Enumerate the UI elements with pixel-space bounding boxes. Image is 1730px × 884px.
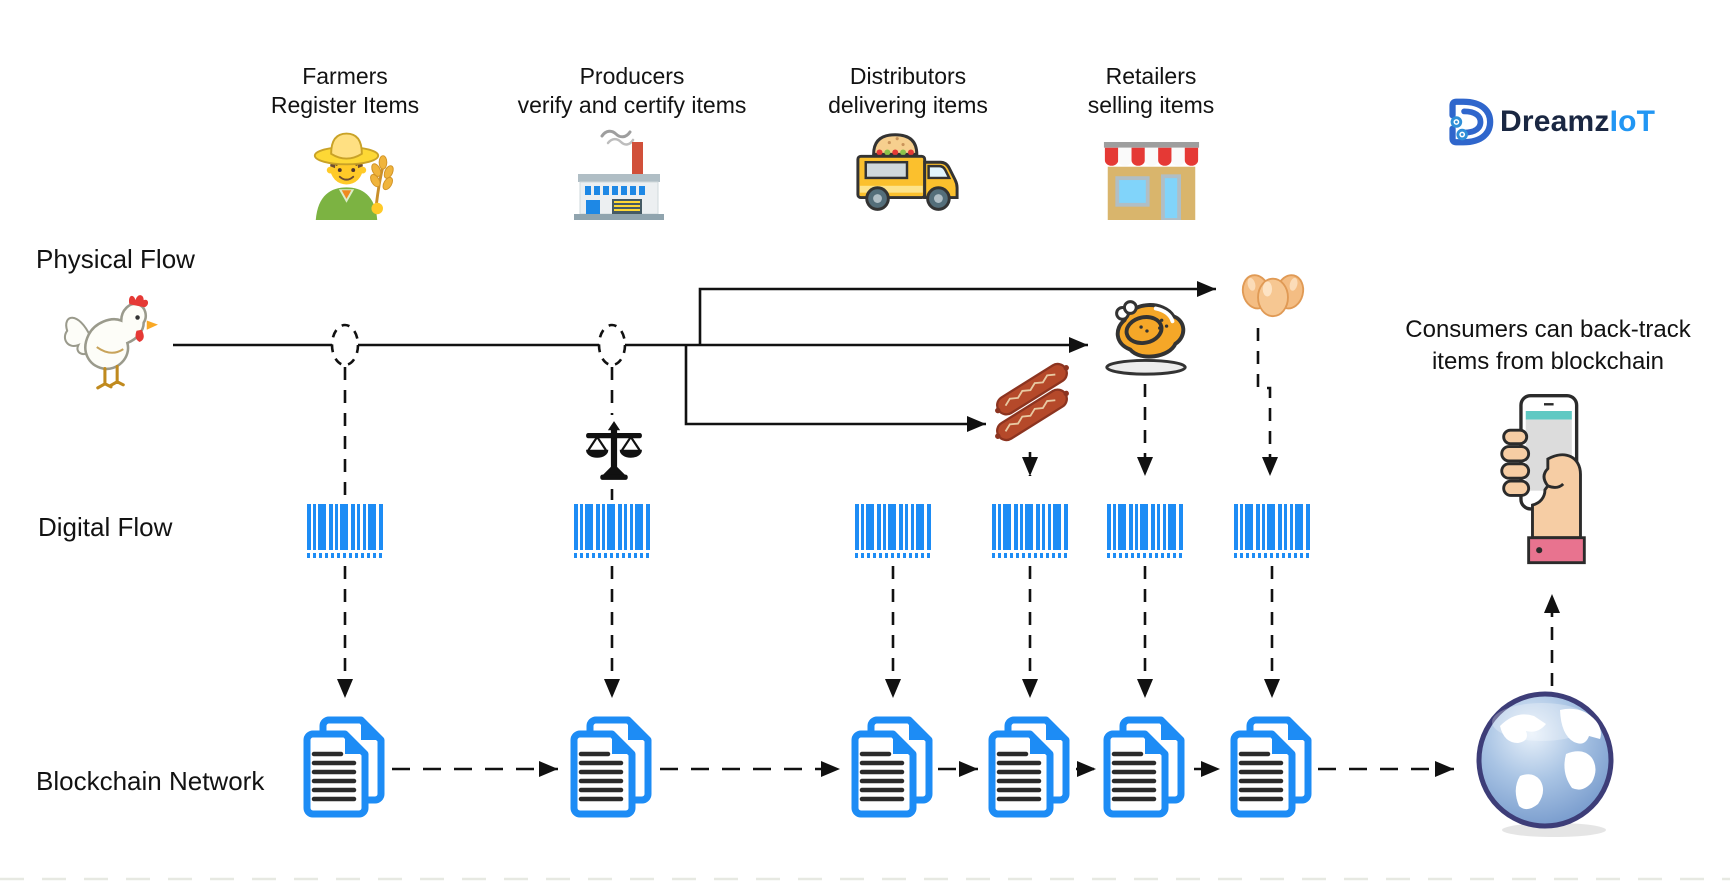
roast-chicken-icon: [1105, 300, 1187, 376]
header-retailers-line1: Retailers: [1105, 63, 1197, 89]
barcode-icon: [855, 504, 931, 558]
barcode-icon: [1234, 504, 1310, 558]
barcode-icon: [307, 504, 383, 558]
blockchain-network-label: Blockchain Network: [36, 766, 265, 796]
farmer-checkpoint-ellipse: [330, 323, 360, 367]
farmer-icon: [313, 132, 394, 220]
header-retailers: Retailers selling items: [1001, 62, 1301, 120]
header-distributors-line1: Distributors: [849, 63, 967, 89]
header-producers: Producers verify and certify items: [482, 62, 782, 120]
header-producers-line2: verify and certify items: [517, 92, 747, 118]
logo-wordmark: DreamzIoT: [1500, 105, 1655, 139]
header-retailers-line2: selling items: [1087, 92, 1215, 118]
logo-suffix-text: IoT: [1609, 105, 1656, 138]
header-farmers: Farmers Register Items: [195, 62, 495, 120]
blockchain-documents-icon: [570, 716, 654, 818]
balance-scale-icon: [586, 421, 642, 480]
header-farmers-line1: Farmers: [302, 63, 388, 89]
header-farmers-line2: Register Items: [270, 92, 420, 118]
eggs-icon: [1241, 274, 1305, 318]
physical-flow-label: Physical Flow: [36, 244, 195, 274]
consumer-note: Consumers can back-track items from bloc…: [1388, 314, 1708, 378]
blockchain-documents-icon: [1103, 716, 1187, 818]
logo-brand-text: Dreamz: [1500, 105, 1610, 138]
producer-checkpoint-ellipse: [597, 323, 627, 367]
consumer-note-line1: Consumers can back-track: [1405, 316, 1691, 343]
digital-flow-label: Digital Flow: [38, 512, 173, 542]
blockchain-documents-icon: [303, 716, 387, 818]
header-distributors: Distributors delivering items: [758, 62, 1058, 120]
sausages-icon: [995, 362, 1069, 442]
blockchain-documents-icon: [851, 716, 935, 818]
hen-icon: [63, 295, 158, 390]
factory-icon: [574, 129, 664, 220]
barcode-icon: [574, 504, 650, 558]
dreamziot-logo-mark: [1449, 98, 1494, 146]
eggs-to-barcode-arrow: [1256, 328, 1278, 476]
dreamziot-logo: DreamzIoT: [1440, 94, 1655, 150]
header-producers-line1: Producers: [579, 63, 685, 89]
globe-icon: [1476, 691, 1614, 837]
barcode-icon: [992, 504, 1068, 558]
consumer-note-line2: items from blockchain: [1431, 348, 1665, 375]
blockchain-documents-icon: [988, 716, 1072, 818]
hand-holding-phone-icon: [1500, 393, 1586, 565]
header-distributors-line2: delivering items: [828, 92, 988, 118]
store-icon: [1103, 142, 1200, 220]
physical-line-to-sausages: [684, 345, 986, 432]
food-truck-icon: [856, 133, 959, 211]
barcode-icon: [1107, 504, 1183, 558]
blockchain-documents-icon: [1230, 716, 1314, 818]
